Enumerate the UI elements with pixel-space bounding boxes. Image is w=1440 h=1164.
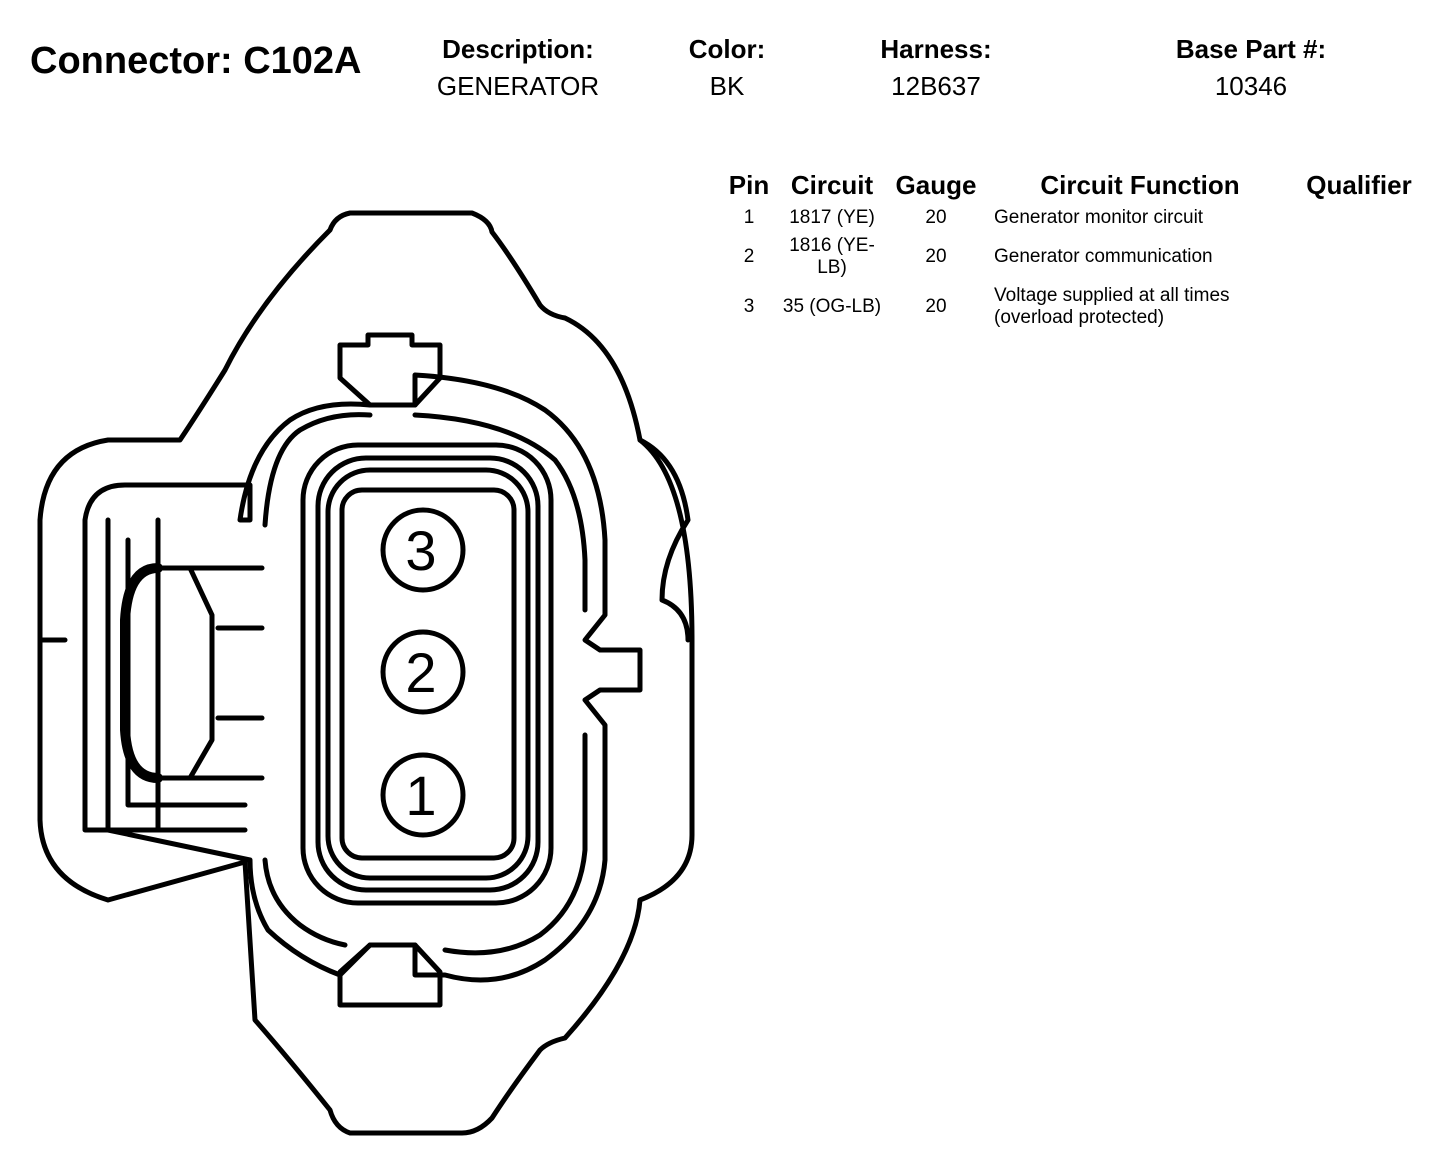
inner-ring-inner: [262, 412, 588, 956]
housing-outline: [37, 210, 695, 1136]
pin-number: 1: [743, 207, 755, 228]
lock-body: [155, 517, 265, 833]
table-row: 3 35 (OG-LB) 20 Voltage supplied at all …: [720, 282, 1424, 332]
pin-table-header-row: Pin Circuit Gauge Circuit Function Quali…: [720, 166, 1424, 204]
pin-number: 3: [743, 296, 755, 317]
pin-qualifier: [1294, 204, 1424, 232]
connector-title: Connector: C102A: [30, 40, 362, 82]
cavity-3-circle: [380, 507, 466, 593]
color-label: Color:: [688, 34, 766, 64]
pin-function: Generator monitor circuit: [994, 207, 1204, 228]
cavity-surround-outer: [300, 442, 554, 906]
cavity-label-3: 3: [405, 519, 436, 582]
header-circuit: Circuit: [790, 169, 874, 200]
pin-circuit: 35 (OG-LB): [782, 296, 882, 317]
pin-gauge: 20: [925, 296, 947, 317]
connector-face-diagram: 3 2 1: [37, 210, 695, 1136]
header-qualifier: Qualifier: [1306, 169, 1412, 200]
right-bump: [637, 437, 691, 643]
pin-qualifier: [1294, 282, 1424, 332]
cavity-label-2: 2: [405, 641, 436, 704]
pin-number: 2: [743, 246, 755, 267]
header-function: Circuit Function: [1040, 169, 1240, 200]
pin-circuit: 1816 (YE-LB): [789, 235, 875, 278]
description-value: GENERATOR: [436, 71, 600, 101]
cavity-surround-mid: [315, 455, 541, 893]
description-field: Description: GENERATOR: [418, 32, 618, 106]
header-gauge: Gauge: [895, 169, 977, 200]
table-row: 2 1816 (YE-LB) 20 Generator communicatio…: [720, 232, 1424, 282]
cavity-1-circle: [380, 752, 466, 838]
pin-function: Voltage supplied at all times (overload …: [994, 285, 1230, 328]
pin-table: Pin Circuit Gauge Circuit Function Quali…: [720, 166, 1424, 332]
pin-gauge: 20: [925, 246, 947, 267]
base-part-value: 10346: [1214, 71, 1288, 101]
lock-curve: [120, 563, 163, 783]
color-value: BK: [709, 71, 745, 101]
top-latch: [337, 332, 443, 408]
pin-circuit: 1817 (YE): [789, 207, 875, 228]
cavity-label-1: 1: [405, 764, 436, 827]
pin-gauge: 20: [925, 207, 947, 228]
base-part-field: Base Part #: 10346: [1150, 32, 1352, 106]
harness-value: 12B637: [891, 71, 981, 101]
table-row: 1 1817 (YE) 20 Generator monitor circuit: [720, 204, 1424, 232]
cavity-surround-inner: [325, 467, 531, 881]
harness-field: Harness: 12B637: [860, 32, 1012, 106]
pin-qualifier: [1294, 232, 1424, 282]
pin-function: Generator communication: [994, 246, 1213, 267]
bottom-latch: [337, 942, 443, 1008]
header-pin: Pin: [728, 169, 770, 200]
cavity-2-circle: [380, 629, 466, 715]
description-label: Description:: [442, 34, 594, 64]
harness-label: Harness:: [880, 34, 992, 64]
color-field: Color: BK: [672, 32, 782, 106]
base-part-label: Base Part #:: [1175, 34, 1327, 64]
pin-cavity-box: [339, 487, 517, 861]
